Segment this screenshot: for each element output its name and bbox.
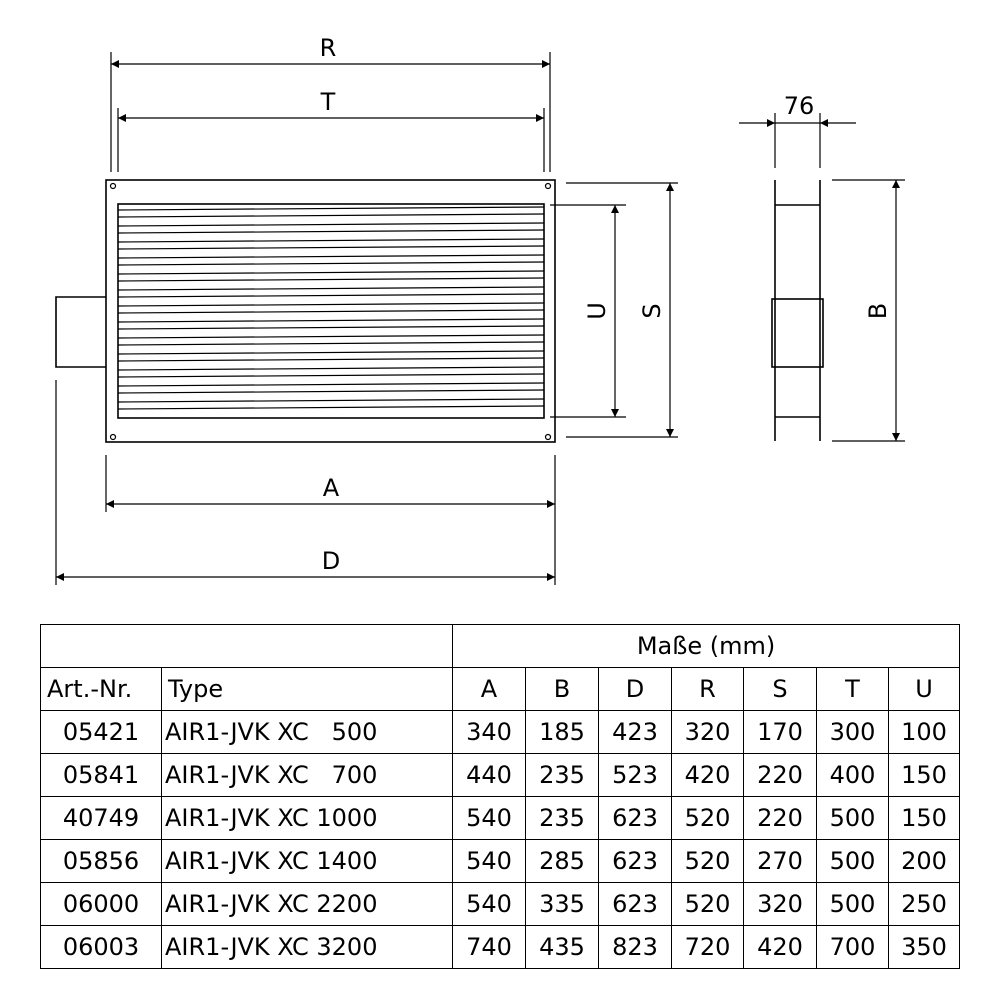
header-dim: B [525, 667, 599, 711]
label-B: B [864, 303, 892, 319]
label-depth: 76 [784, 92, 815, 120]
header-dim: T [816, 667, 889, 711]
table-group-header: Maße (mm) [451, 624, 961, 668]
cell-dim-d: 523 [598, 753, 672, 797]
cell-dim-r: 320 [671, 710, 744, 754]
cell-dim-s: 220 [743, 796, 817, 840]
side-view [771, 180, 824, 441]
front-view [55, 179, 556, 443]
damper-side [771, 298, 824, 368]
cell-dim-r: 720 [671, 925, 744, 969]
cell-artnr: 05841 [40, 753, 162, 797]
table-header-row: Art.-Nr. Type A B D R S T U [40, 667, 961, 711]
cell-dim-r: 520 [671, 882, 744, 926]
label-T: T [320, 88, 336, 116]
cell-type: AIR1-JVK XC 2200 [161, 882, 453, 926]
header-dim: R [671, 667, 744, 711]
cell-dim-u: 350 [887, 925, 961, 969]
cell-dim-r: 420 [671, 753, 744, 797]
cell-dim-d: 623 [598, 839, 672, 883]
cell-type: AIR1-JVK XC 500 [161, 710, 453, 754]
cell-dim-d: 623 [598, 796, 672, 840]
header-dim: U [887, 667, 961, 711]
cell-dim-b: 335 [525, 882, 599, 926]
cell-dim-u: 250 [887, 882, 961, 926]
cell-dim-b: 235 [525, 796, 599, 840]
cell-dim-d: 423 [598, 710, 672, 754]
screw-holes [109, 182, 552, 441]
header-dim: D [598, 667, 672, 711]
cell-dim-t: 300 [816, 710, 889, 754]
cell-dim-d: 623 [598, 882, 672, 926]
cell-dim-b: 285 [525, 839, 599, 883]
louvre-area [117, 203, 545, 419]
header-artnr: Art.-Nr. [40, 667, 162, 711]
table-group-header-row: Maße (mm) [40, 624, 961, 668]
cell-dim-s: 270 [743, 839, 817, 883]
cell-dim-d: 823 [598, 925, 672, 969]
header-type: Type [161, 667, 453, 711]
label-U: U [583, 302, 611, 320]
header-dim: S [743, 667, 817, 711]
cell-type: AIR1-JVK XC 1000 [161, 796, 453, 840]
cell-artnr: 05856 [40, 839, 162, 883]
cell-dim-s: 320 [743, 882, 817, 926]
cell-dim-t: 700 [816, 925, 889, 969]
header-dim: A [452, 667, 526, 711]
cell-dim-s: 420 [743, 925, 817, 969]
cell-artnr: 06000 [40, 882, 162, 926]
louvre-blades [117, 206, 545, 410]
technical-drawing: R T A D U S 76 B [55, 34, 905, 585]
cell-dim-a: 340 [452, 710, 526, 754]
label-D: D [322, 547, 340, 575]
cell-dim-u: 100 [887, 710, 961, 754]
grille-frame [105, 179, 556, 443]
cell-dim-b: 435 [525, 925, 599, 969]
dimensions-table: Maße (mm) Art.-Nr. Type A B D R S T U 05… [40, 624, 961, 969]
cell-dim-a: 540 [452, 839, 526, 883]
side-view-dimensions [739, 113, 905, 442]
cell-type: AIR1-JVK XC 1400 [161, 839, 453, 883]
cell-dim-b: 235 [525, 753, 599, 797]
cell-dim-a: 540 [452, 882, 526, 926]
label-R: R [320, 34, 337, 62]
cell-dim-r: 520 [671, 796, 744, 840]
cell-dim-a: 440 [452, 753, 526, 797]
label-A: A [323, 474, 340, 502]
cell-dim-u: 150 [887, 796, 961, 840]
cell-artnr: 40749 [40, 796, 162, 840]
cell-dim-t: 500 [816, 839, 889, 883]
cell-dim-t: 500 [816, 796, 889, 840]
cell-dim-r: 520 [671, 839, 744, 883]
cell-dim-s: 170 [743, 710, 817, 754]
cell-dim-b: 185 [525, 710, 599, 754]
cell-type: AIR1-JVK XC 700 [161, 753, 453, 797]
cell-dim-a: 740 [452, 925, 526, 969]
front-view-dimensions [55, 52, 678, 585]
cell-artnr: 05421 [40, 710, 162, 754]
damper-housing [55, 296, 106, 368]
cell-artnr: 06003 [40, 925, 162, 969]
cell-dim-s: 220 [743, 753, 817, 797]
table-empty-corner [40, 624, 453, 668]
cell-type: AIR1-JVK XC 3200 [161, 925, 453, 969]
cell-dim-t: 400 [816, 753, 889, 797]
label-S: S [638, 303, 666, 318]
cell-dim-t: 500 [816, 882, 889, 926]
cell-dim-a: 540 [452, 796, 526, 840]
cell-dim-u: 200 [887, 839, 961, 883]
cell-dim-u: 150 [887, 753, 961, 797]
